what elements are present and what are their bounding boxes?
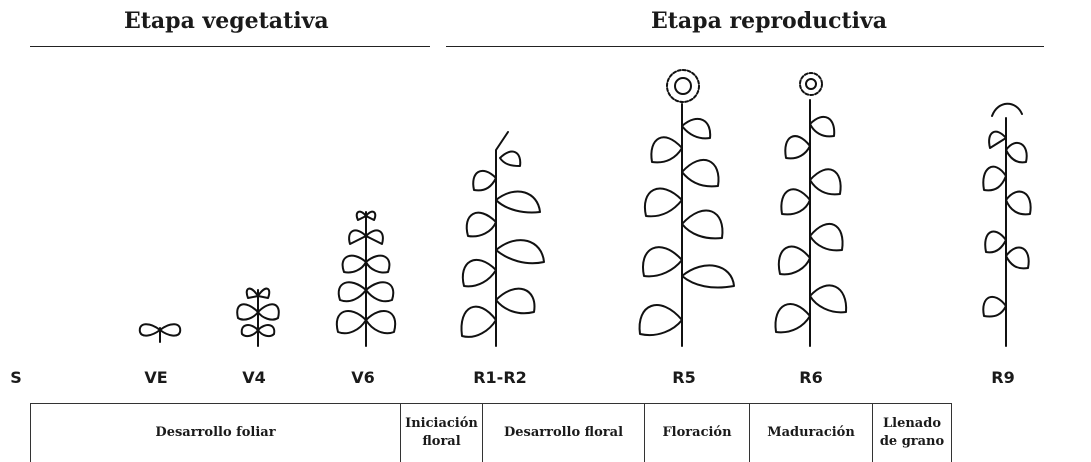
- phase-llenado-de-grano: Llenado de grano: [873, 404, 952, 462]
- plant-r1-r2: [461, 132, 544, 346]
- phase-desarrollo-floral: Desarrollo floral: [483, 404, 645, 462]
- plant-r5: [640, 70, 734, 346]
- plant-v4: [237, 289, 279, 346]
- plant-r6: [775, 73, 846, 346]
- stage-code-v4: V4: [242, 368, 266, 387]
- phase-desarrollo-foliar: Desarrollo foliar: [31, 404, 401, 462]
- plant-v6: [337, 212, 395, 346]
- stage-code-r1-r2: R1-R2: [473, 368, 527, 387]
- stage-code-r5: R5: [672, 368, 695, 387]
- stage-code-v6: V6: [351, 368, 375, 387]
- phase-maduracion: Maduración: [750, 404, 873, 462]
- phase-floracion: Floración: [645, 404, 750, 462]
- plant-r9: [983, 104, 1030, 346]
- development-phase-table: Desarrollo foliar Iniciación floral Desa…: [30, 403, 952, 462]
- plant-ve-seedling: [140, 324, 180, 342]
- stage-code-ve: VE: [144, 368, 167, 387]
- phase-iniciacion-floral: Iniciación floral: [401, 404, 483, 462]
- stage-code-s: S: [10, 368, 22, 387]
- stage-code-r6: R6: [799, 368, 822, 387]
- development-phase-row: Desarrollo foliar Iniciación floral Desa…: [31, 404, 952, 462]
- stage-code-r9: R9: [991, 368, 1014, 387]
